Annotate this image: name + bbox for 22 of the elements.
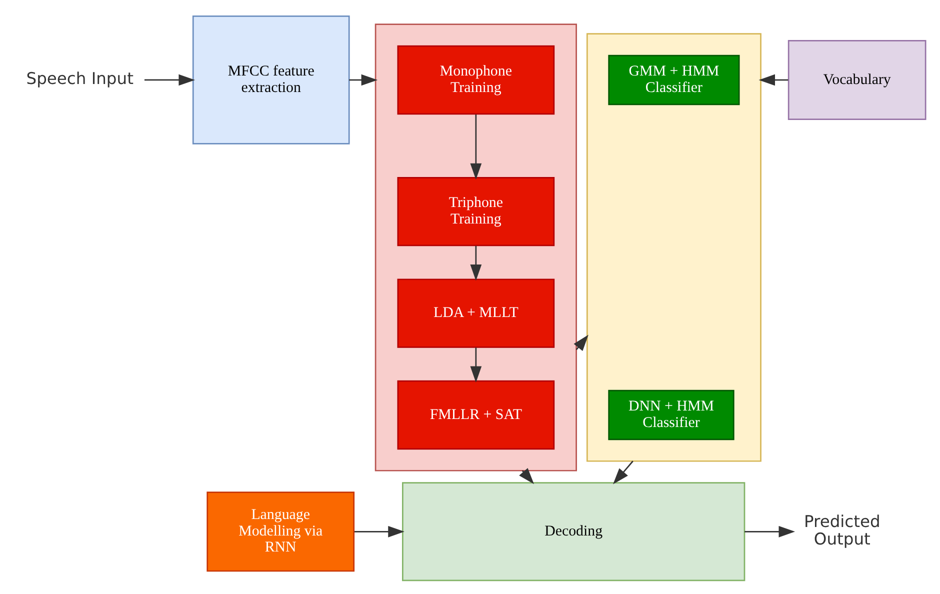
arrow	[470, 348, 482, 383]
cluster	[586, 33, 761, 462]
node-box: LDA + MLLT	[396, 278, 554, 348]
node-text: Speech Input	[26, 69, 133, 88]
arrow	[758, 74, 788, 86]
arrow	[470, 246, 482, 281]
node-box: Triphone Training	[396, 176, 554, 246]
node-box: Decoding	[402, 482, 745, 582]
arrow	[744, 526, 795, 538]
arrow	[470, 114, 482, 180]
arrow	[612, 460, 633, 484]
arrow	[348, 74, 378, 86]
node-box: MFCC feature extraction	[192, 16, 350, 144]
arrow	[354, 526, 404, 538]
node-box: FMLLR + SAT	[396, 380, 554, 450]
node-box: Monophone Training	[396, 45, 554, 115]
node-box: DNN + HMM Classifier	[608, 390, 734, 440]
node-box: GMM + HMM Classifier	[608, 54, 740, 106]
node-box: Language Modelling via RNN	[206, 492, 354, 572]
node-text: Predicted Output	[803, 512, 880, 549]
node-box: Vocabulary	[787, 40, 926, 120]
arrow	[144, 74, 194, 86]
